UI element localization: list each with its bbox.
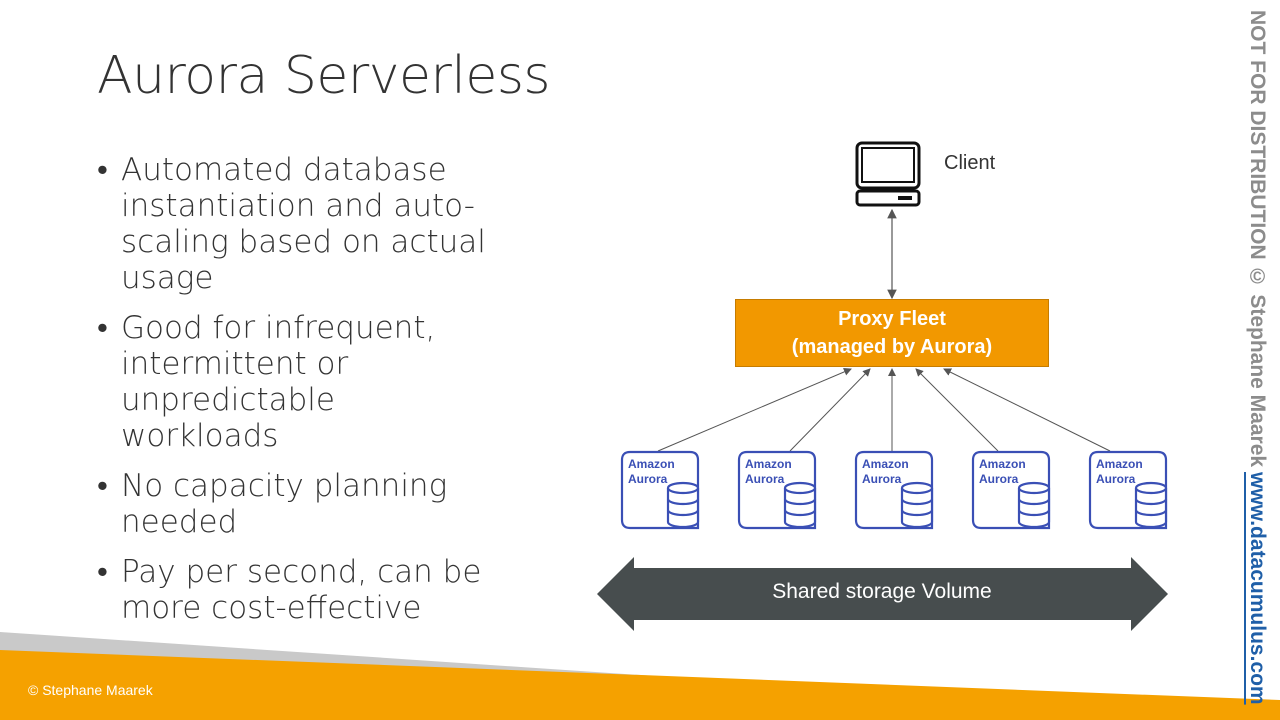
aurora-label-line2: Aurora	[745, 472, 785, 486]
slide-title: Aurora Serverless	[97, 46, 551, 106]
aurora-label-line1: Amazon	[862, 457, 909, 471]
watermark-text: NOT FOR DISTRIBUTION © Stephane Maarek	[1246, 10, 1269, 468]
aurora-label-line1: Amazon	[979, 457, 1026, 471]
bullet-dot: •	[97, 468, 108, 504]
shared-storage-label: Shared storage Volume	[772, 580, 992, 603]
aurora-label-line1: Amazon	[1096, 457, 1143, 471]
website-link[interactable]: www.datacumulus.com	[1246, 472, 1269, 705]
bullet-text: Good for infrequent, intermittent or unp…	[121, 310, 436, 454]
bullet-list: • Automated database instantiation and au…	[97, 152, 497, 640]
bullet-item: • Good for infrequent, intermittent or un…	[97, 310, 497, 454]
aurora-label-line1: Amazon	[628, 457, 675, 471]
bullet-text: No capacity planning needed	[121, 468, 448, 540]
bullet-text: Pay per second, can be more cost-effecti…	[121, 554, 482, 626]
aurora-label-line1: Amazon	[745, 457, 792, 471]
bullet-text: Automated database instantiation and aut…	[121, 152, 486, 296]
bullet-dot: •	[97, 310, 108, 346]
bullet-dot: •	[97, 554, 108, 590]
proxy-fleet-subtitle: (managed by Aurora)	[791, 336, 993, 358]
aurora-proxy-connector	[657, 368, 852, 452]
footer-copyright: © Stephane Maarek	[28, 682, 153, 698]
aurora-instance-label: Amazon Aurora	[979, 457, 1026, 487]
footer-orange-band	[0, 650, 1280, 720]
aurora-label-line2: Aurora	[1096, 472, 1136, 486]
bullet-item: • Pay per second, can be more cost-effect…	[97, 554, 497, 626]
watermark: NOT FOR DISTRIBUTION © Stephane Maarek w…	[1245, 10, 1275, 705]
proxy-fleet-title: Proxy Fleet	[838, 308, 946, 330]
shared-storage-arrow	[597, 557, 1168, 631]
aurora-label-line2: Aurora	[628, 472, 668, 486]
bullet-item: • No capacity planning needed	[97, 468, 497, 540]
aurora-proxy-connector	[789, 368, 871, 452]
bullet-dot: •	[97, 152, 108, 188]
client-label: Client	[944, 152, 996, 174]
aurora-proxy-connector	[915, 368, 999, 452]
aurora-proxy-connector	[943, 368, 1111, 452]
aurora-label-line2: Aurora	[979, 472, 1019, 486]
proxy-fleet-box: Proxy Fleet (managed by Aurora)	[735, 299, 1049, 367]
aurora-instance-label: Amazon Aurora	[1096, 457, 1143, 487]
aurora-label-line2: Aurora	[862, 472, 902, 486]
bullet-item: • Automated database instantiation and au…	[97, 152, 497, 296]
aurora-instance-label: Amazon Aurora	[628, 457, 675, 487]
aurora-instance-label: Amazon Aurora	[745, 457, 792, 487]
aurora-instance-label: Amazon Aurora	[862, 457, 909, 487]
computer-icon	[855, 141, 921, 207]
